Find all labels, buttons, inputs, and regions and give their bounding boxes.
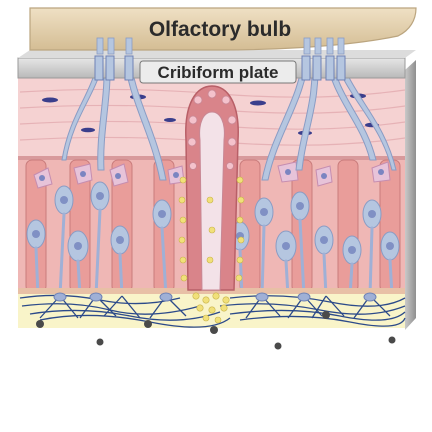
supporting-cells — [25, 159, 401, 293]
epithelial-surface — [18, 288, 405, 294]
plate-foramina — [94, 55, 346, 81]
cribriform-plate-top — [18, 50, 416, 58]
cribriform-label-box — [139, 60, 297, 84]
cribriform-plate-label: Cribiform plate — [158, 63, 279, 82]
bowmans-gland — [178, 68, 245, 324]
olfactory-bulb-label: Olfactory bulb — [149, 18, 291, 41]
basal-cells — [33, 161, 391, 189]
bulb-axon-bundles — [96, 37, 345, 55]
block-side-face — [405, 60, 416, 330]
dendritic-knobs — [53, 292, 377, 302]
odorant-molecules — [36, 311, 396, 350]
